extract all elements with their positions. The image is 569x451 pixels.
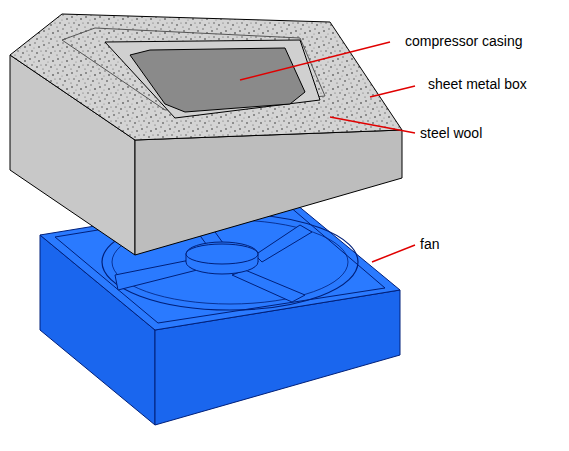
steel-wool-top	[10, 14, 402, 140]
leader-line	[372, 245, 415, 262]
part-label: fan	[420, 236, 439, 252]
part-label: compressor casing	[405, 33, 523, 49]
box-front-face	[135, 130, 402, 255]
fan-hub-top	[186, 244, 258, 264]
leader-lines	[240, 42, 415, 262]
compressor-casing	[130, 48, 305, 112]
part-label: steel wool	[420, 125, 482, 141]
leader-line	[330, 117, 415, 133]
part-label: sheet metal box	[428, 76, 527, 92]
leader-line	[240, 42, 390, 80]
sheet-metal-box	[10, 14, 402, 255]
leader-line	[370, 86, 415, 97]
casing-opening	[105, 40, 320, 118]
